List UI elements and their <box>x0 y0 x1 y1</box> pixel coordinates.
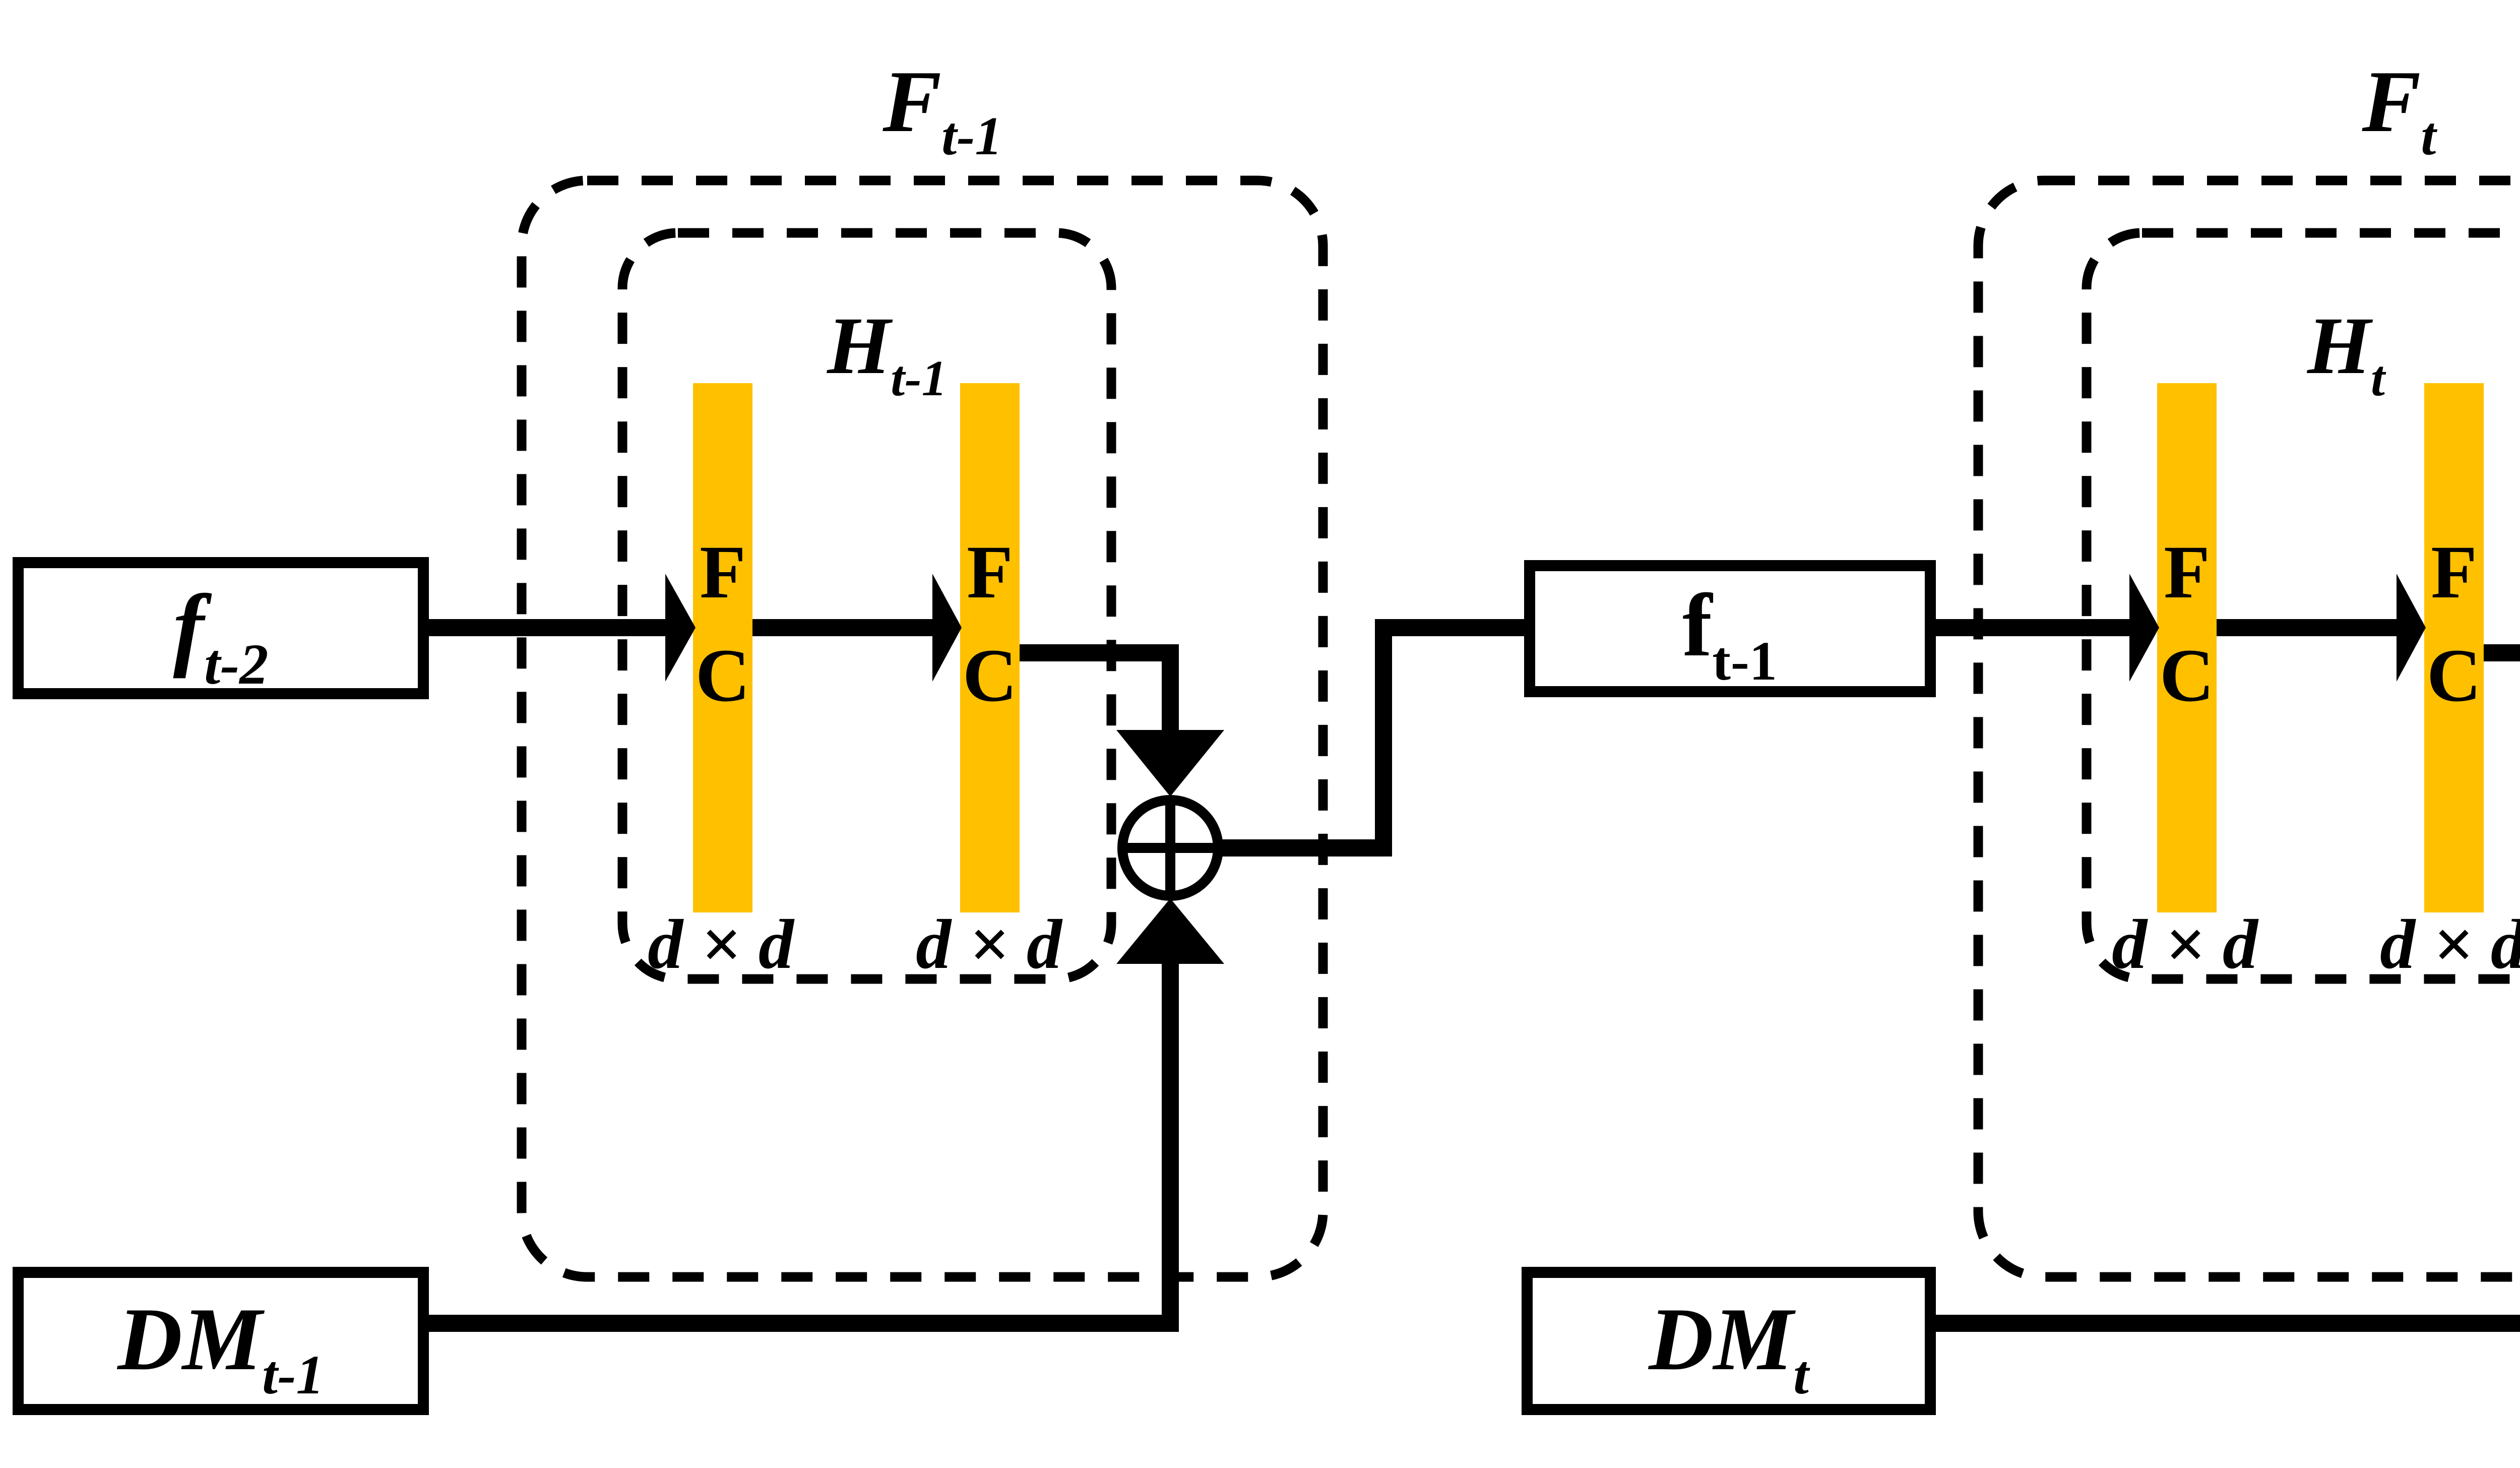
fc-bar-right-1-dim: d × d <box>2112 905 2259 984</box>
inner-dashed-block-right <box>2082 228 2520 984</box>
mid-base: f <box>1682 575 1714 675</box>
mid-sub: t-1 <box>1712 630 1777 692</box>
fc-bar-left-1-line2: C <box>696 634 750 717</box>
arrowhead-fc1-to-fc2-left <box>932 574 962 682</box>
fc-bar-left-1-dim: d × d <box>648 905 795 984</box>
edge-dm-to-oplus-left <box>423 964 1179 1332</box>
input-feature-box[interactable] <box>13 557 429 699</box>
outer-dashed-block-left <box>517 175 1328 1282</box>
block-left-outer-label: Ft-1 <box>882 52 1002 166</box>
fc-bar-right-2-dim: d × d <box>2380 905 2520 984</box>
dm-right-base: DM <box>1648 1289 1796 1389</box>
edge-fc2-to-oplus-left <box>1020 644 1179 733</box>
fc-bar-right-1 <box>2157 383 2217 912</box>
dm-box-right[interactable] <box>1522 1267 1936 1415</box>
mid-feature-label: ft-1 <box>1682 575 1777 692</box>
edge-dm-to-oplus-right <box>1930 1315 2520 1332</box>
fc-bar-left-2-dim: d × d <box>916 905 1063 984</box>
fc-bar-right-2-line1: F <box>2431 530 2477 614</box>
inner-dashed-block-left <box>617 228 1116 984</box>
arrowhead-mid-to-fc1-right <box>2129 574 2159 682</box>
fc-bar-right-1-line1: F <box>2164 530 2210 614</box>
edge-fc2-to-oplus-right <box>2484 644 2520 661</box>
outer-label-base-right: F <box>2362 52 2421 150</box>
arrowhead-down-to-oplus-left <box>1116 730 1224 797</box>
dm-left-sub: t-1 <box>262 1344 324 1405</box>
outer-dashed-block-right <box>1973 175 2520 1282</box>
mid-feature-box[interactable] <box>1524 560 1936 697</box>
dm-box-left[interactable] <box>13 1267 429 1415</box>
arrowhead-fc1-to-fc2-right <box>2397 574 2426 682</box>
block-right-inner-label: Ht <box>2306 301 2386 406</box>
arrowhead-input-to-fc1-left <box>665 574 696 682</box>
outer-label-sub-right: t <box>2421 106 2437 166</box>
input-sub: t-2 <box>204 632 268 696</box>
dm-right-sub: t <box>1793 1344 1810 1405</box>
dm-box-right-label: DMt <box>1648 1289 1810 1405</box>
fc-bar-right-1-line2: C <box>2160 634 2214 717</box>
arrowhead-up-to-oplus-left <box>1116 898 1224 964</box>
dm-left-base: DM <box>116 1289 265 1389</box>
fc-bar-left-2-line2: C <box>963 634 1017 717</box>
inner-label-base-left: H <box>826 301 893 391</box>
fc-bar-left-2-line1: F <box>967 530 1013 614</box>
block-left-inner-label: Ht-1 <box>826 301 947 406</box>
inner-label-sub-right: t <box>2371 350 2386 406</box>
outer-label-sub-left: t-1 <box>941 106 1002 166</box>
outer-label-base-left: F <box>882 52 941 150</box>
fc-bar-right-2-line2: C <box>2427 634 2481 717</box>
dm-box-left-label: DMt-1 <box>116 1289 324 1405</box>
block-right-outer-label: Ft <box>2362 52 2438 166</box>
fc-bar-left-1 <box>693 383 752 912</box>
inner-label-sub-left: t-1 <box>891 350 947 406</box>
inner-label-base-right: H <box>2306 301 2373 391</box>
fc-bar-right-2 <box>2424 383 2484 912</box>
fc-bar-left-2 <box>960 383 1020 912</box>
oplus-left-cross <box>1122 800 1218 896</box>
fc-bar-left-1-line1: F <box>700 530 746 614</box>
